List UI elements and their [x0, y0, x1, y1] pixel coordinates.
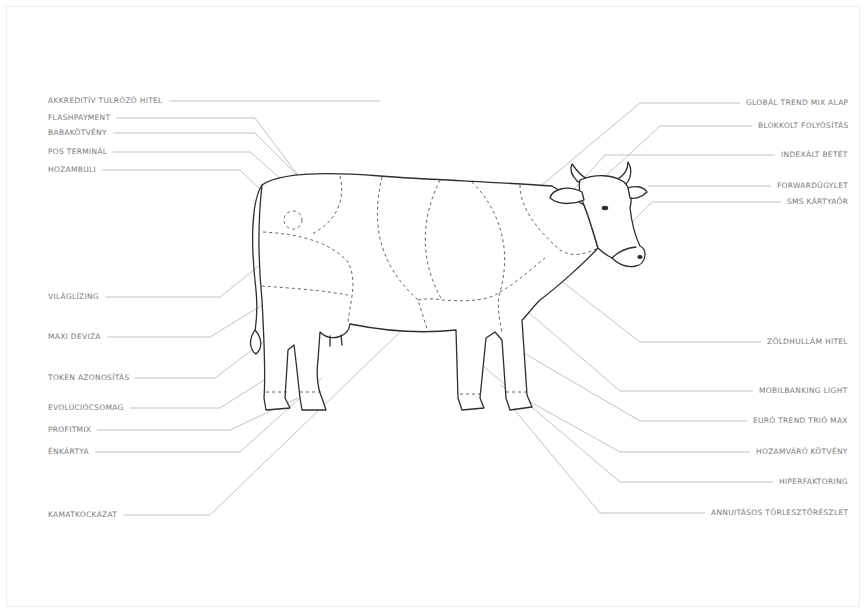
leader-line [130, 370, 280, 408]
leader-line [622, 202, 781, 232]
cut-line [520, 185, 598, 254]
leader-line [169, 101, 380, 102]
callout-label: EURÓ TREND TRIÓ MAX [753, 416, 848, 426]
callout-label: FORWARDÜGYLET [777, 181, 848, 191]
cut-line [472, 182, 505, 334]
callout-label: ÉNKÁRTYA [48, 447, 89, 457]
cut-line [377, 177, 428, 332]
cow-ear [550, 188, 584, 203]
callout-label: TOKEN AZONOSÍTÁS [48, 373, 129, 383]
cow-ear [628, 187, 647, 199]
leader-line [500, 385, 750, 452]
callout-label: ZÖLDHULLÁM HITEL [767, 337, 848, 347]
callout-label: VILÁGLÍZING [48, 292, 99, 302]
leader-line [105, 245, 285, 297]
leader-line [123, 332, 400, 515]
callout-label: AKKREDITÍV TULRÓZÓ HITEL [48, 96, 163, 106]
callout-label: PROFITMIX [48, 425, 91, 435]
leader-line [508, 402, 705, 513]
cut-line [500, 258, 545, 292]
callout-label: KAMATKOCKÁZAT [48, 510, 117, 520]
callout-label: MOBILBANKING LIGHT [759, 386, 848, 396]
leader-line [116, 118, 300, 178]
cut-line [266, 392, 528, 394]
cut-line [425, 180, 442, 300]
callout-label: GLOBÁL TREND MIX ALAP [746, 98, 848, 108]
cow-teats [330, 335, 342, 346]
cow-nostril [638, 256, 642, 259]
cut-circle [284, 211, 302, 229]
cow-outline [251, 162, 647, 410]
tail-tuft [251, 330, 261, 354]
leader-line [560, 280, 761, 342]
callout-label: BLOKKOLT FOLYÓSÍTÁS [758, 121, 848, 131]
callout-label: BABAKÖTVÉNY [48, 128, 107, 138]
callout-label: HIPERFAKTORING [779, 477, 848, 487]
cut-line [262, 286, 348, 295]
leader-line [510, 345, 747, 421]
cut-line [263, 232, 353, 322]
cow-muzzle [612, 247, 636, 258]
cut-line [418, 292, 500, 301]
callout-label: FLASHPAYMENT [48, 113, 110, 123]
callout-label: HOZAMVÁRÓ KÖTVÉNY [756, 447, 848, 457]
callout-label: SMS KÁRTYAŐR [787, 197, 848, 207]
leader-line [95, 378, 322, 452]
cut-lines [262, 176, 598, 394]
cow-eye [602, 206, 607, 209]
callout-label: MAXI DEVIZA [48, 332, 101, 342]
callout-label: HOZAMBULI [48, 165, 96, 175]
cow-body [259, 174, 598, 410]
callout-label: INDEXÁLT BETÉT [781, 150, 848, 160]
callout-label: ANNUITÁSOS TÖRLESZTŐRÉSZLET [711, 508, 848, 518]
leader-line [520, 305, 753, 391]
callout-label: POS TERMINÁL [48, 147, 107, 157]
leader-line [648, 186, 771, 187]
cut-line [312, 176, 342, 234]
callout-label: EVOLÚCIÓCSOMAG [48, 403, 124, 413]
leader-lines [95, 101, 781, 515]
cow-tail [253, 185, 262, 332]
